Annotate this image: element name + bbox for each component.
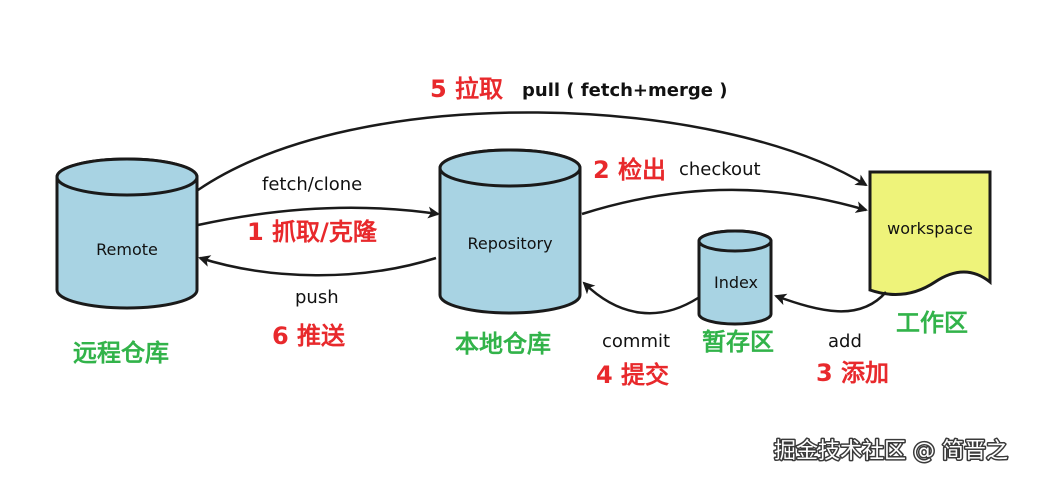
checkout-step-label: 2 检出 xyxy=(593,156,666,184)
watermark-text: 掘金技术社区 @ 简晋之 xyxy=(774,439,1008,464)
add-arrow xyxy=(774,291,887,313)
index-caption: 暂存区 xyxy=(702,328,774,356)
pull-arrow xyxy=(197,111,868,192)
pull-step-label: 5 拉取 xyxy=(430,75,503,103)
workspace-caption: 工作区 xyxy=(896,309,968,337)
commit-arrow xyxy=(582,281,699,315)
fetch-clone-arrow xyxy=(197,206,440,227)
repository-node: Repository xyxy=(438,148,582,315)
workspace-node: workspace xyxy=(868,170,992,296)
push-arrow xyxy=(198,255,437,277)
remote-label: Remote xyxy=(96,240,158,259)
push-step-label: 6 推送 xyxy=(272,322,346,350)
remote-caption: 远程仓库 xyxy=(73,339,169,367)
pull-label: pull ( fetch+merge ) xyxy=(522,80,727,101)
fetch-clone-label: fetch/clone xyxy=(262,174,362,195)
checkout-arrow xyxy=(581,188,868,216)
commit-label: commit xyxy=(602,331,670,352)
repository-label: Repository xyxy=(467,234,552,253)
add-step-label: 3 添加 xyxy=(816,359,889,387)
workspace-label: workspace xyxy=(887,219,973,238)
commit-step-label: 4 提交 xyxy=(596,361,669,389)
repository-caption: 本地仓库 xyxy=(455,330,551,358)
checkout-label: checkout xyxy=(679,159,761,180)
add-label: add xyxy=(828,331,862,352)
index-node: Index xyxy=(697,229,773,326)
push-label: push xyxy=(295,287,339,308)
index-label: Index xyxy=(714,273,758,292)
fetch-clone-step-label: 1 抓取/克隆 xyxy=(247,218,378,246)
remote-node: Remote xyxy=(55,157,199,310)
